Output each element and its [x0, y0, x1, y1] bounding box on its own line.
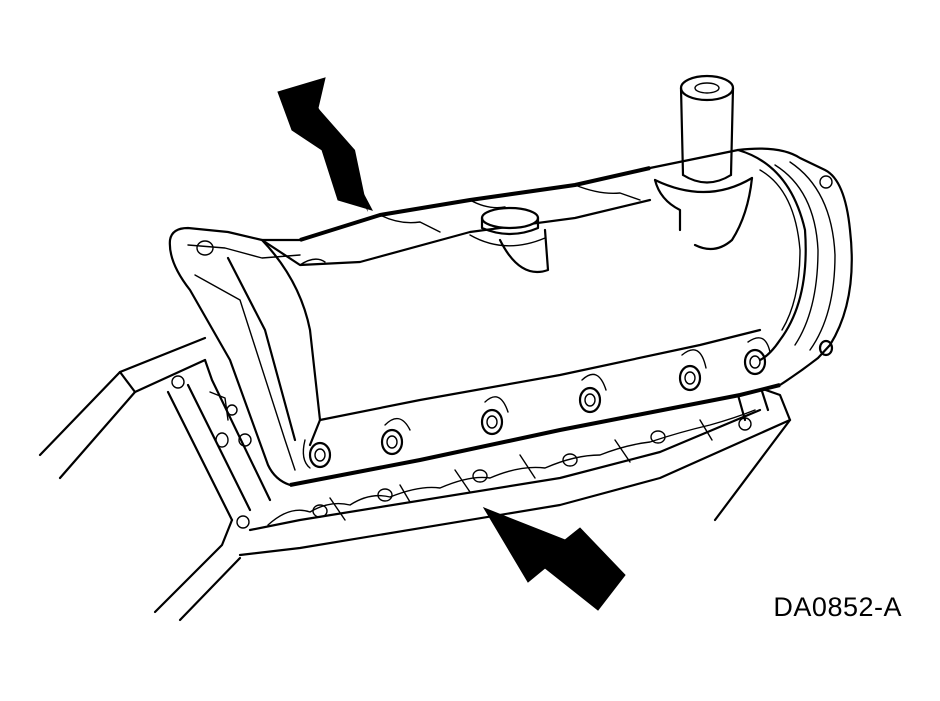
bolt-bosses [302, 175, 834, 469]
figure-reference-code: DA0852-A [773, 592, 902, 622]
callout-arrow-bottom [482, 506, 626, 611]
valve-cover [168, 74, 853, 487]
cylinder-head [38, 336, 792, 622]
callout-arrow-top [277, 77, 373, 212]
